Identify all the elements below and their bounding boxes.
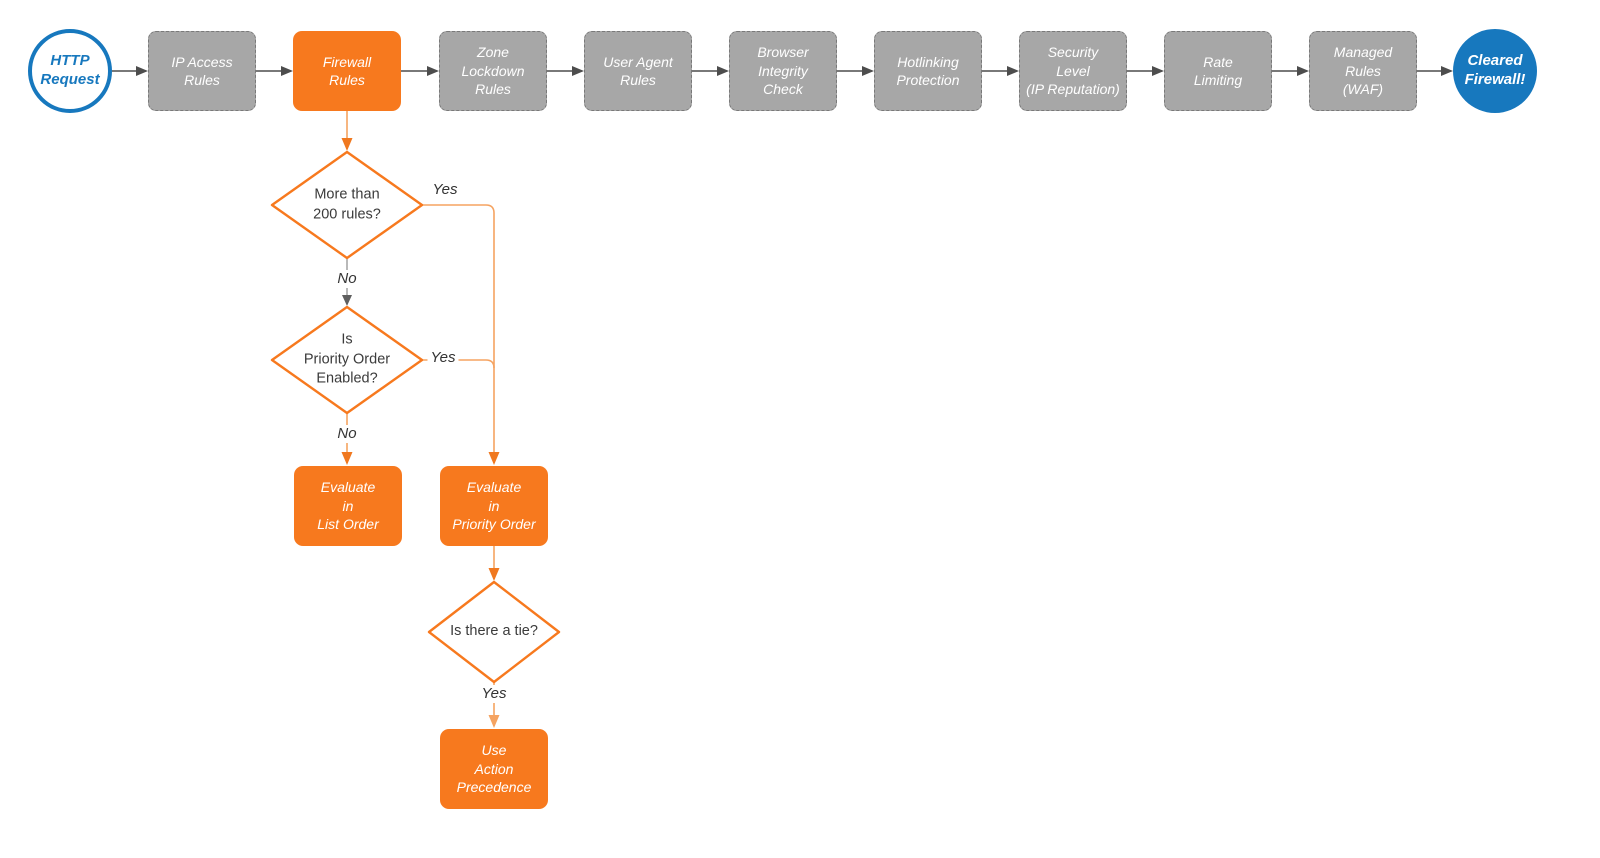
node-browser-integrity-check-label: Browser Integrity Check [757, 44, 809, 98]
node-user-agent-rules: User Agent Rules [584, 31, 692, 111]
decision-is-there-a-tie-label: Is there a tie? [450, 623, 538, 640]
node-hotlinking-protection-label: Hotlinking Protection [896, 53, 960, 88]
edge-decision2-yes-merge [422, 359, 495, 369]
node-ip-access-rules: IP Access Rules [148, 31, 256, 111]
node-zone-lockdown-rules: Zone Lockdown Rules [439, 31, 547, 111]
node-firewall-rules-label: Firewall Rules [322, 53, 372, 88]
node-use-action-precedence-label: Use Action Precedence [456, 742, 532, 796]
node-zone-lockdown-rules-label: Zone Lockdown Rules [461, 44, 525, 98]
node-rate-limiting-label: Rate Limiting [1193, 53, 1243, 88]
node-ip-access-rules-label: IP Access Rules [171, 53, 233, 88]
edge-label-decision3-yes: Yes [478, 685, 510, 703]
edge-decision1-yes-to-priority-order [422, 204, 500, 465]
edge-label-decision1-no: No [334, 270, 360, 288]
node-managed-rules-waf-label: Managed Rules (WAF) [1333, 44, 1393, 98]
node-user-agent-rules-label: User Agent Rules [603, 53, 673, 88]
node-hotlinking-protection: Hotlinking Protection [874, 31, 982, 111]
node-security-level: Security Level (IP Reputation) [1019, 31, 1127, 111]
node-cleared-firewall: Cleared Firewall! [1453, 29, 1537, 113]
edge-label-decision2-yes: Yes [427, 349, 459, 367]
node-security-level-label: Security Level (IP Reputation) [1026, 44, 1120, 98]
decision-priority-order-enabled-shape [270, 305, 424, 415]
decision-more-than-200-rules-shape [270, 150, 424, 260]
node-evaluate-in-priority-order-label: Evaluate in Priority Order [452, 479, 536, 533]
decision-more-than-200-rules-label: More than 200 rules? [313, 186, 381, 222]
node-evaluate-in-priority-order: Evaluate in Priority Order [440, 466, 548, 546]
node-evaluate-in-list-order: Evaluate in List Order [294, 466, 402, 546]
node-cleared-firewall-label: Cleared Firewall! [1464, 52, 1526, 88]
edge-label-decision1-yes: Yes [429, 181, 461, 199]
node-http-request: HTTP Request [28, 29, 112, 113]
node-rate-limiting: Rate Limiting [1164, 31, 1272, 111]
node-http-request-label: HTTP Request [40, 52, 100, 88]
node-managed-rules-waf: Managed Rules (WAF) [1309, 31, 1417, 111]
node-use-action-precedence: Use Action Precedence [440, 729, 548, 809]
decision-is-there-a-tie-shape [427, 580, 561, 684]
edge-label-decision2-no: No [334, 425, 360, 443]
decision-priority-order-enabled-label: Is Priority Order Enabled? [303, 331, 391, 387]
node-browser-integrity-check: Browser Integrity Check [729, 31, 837, 111]
node-evaluate-in-list-order-label: Evaluate in List Order [317, 479, 379, 533]
node-firewall-rules: Firewall Rules [293, 31, 401, 111]
